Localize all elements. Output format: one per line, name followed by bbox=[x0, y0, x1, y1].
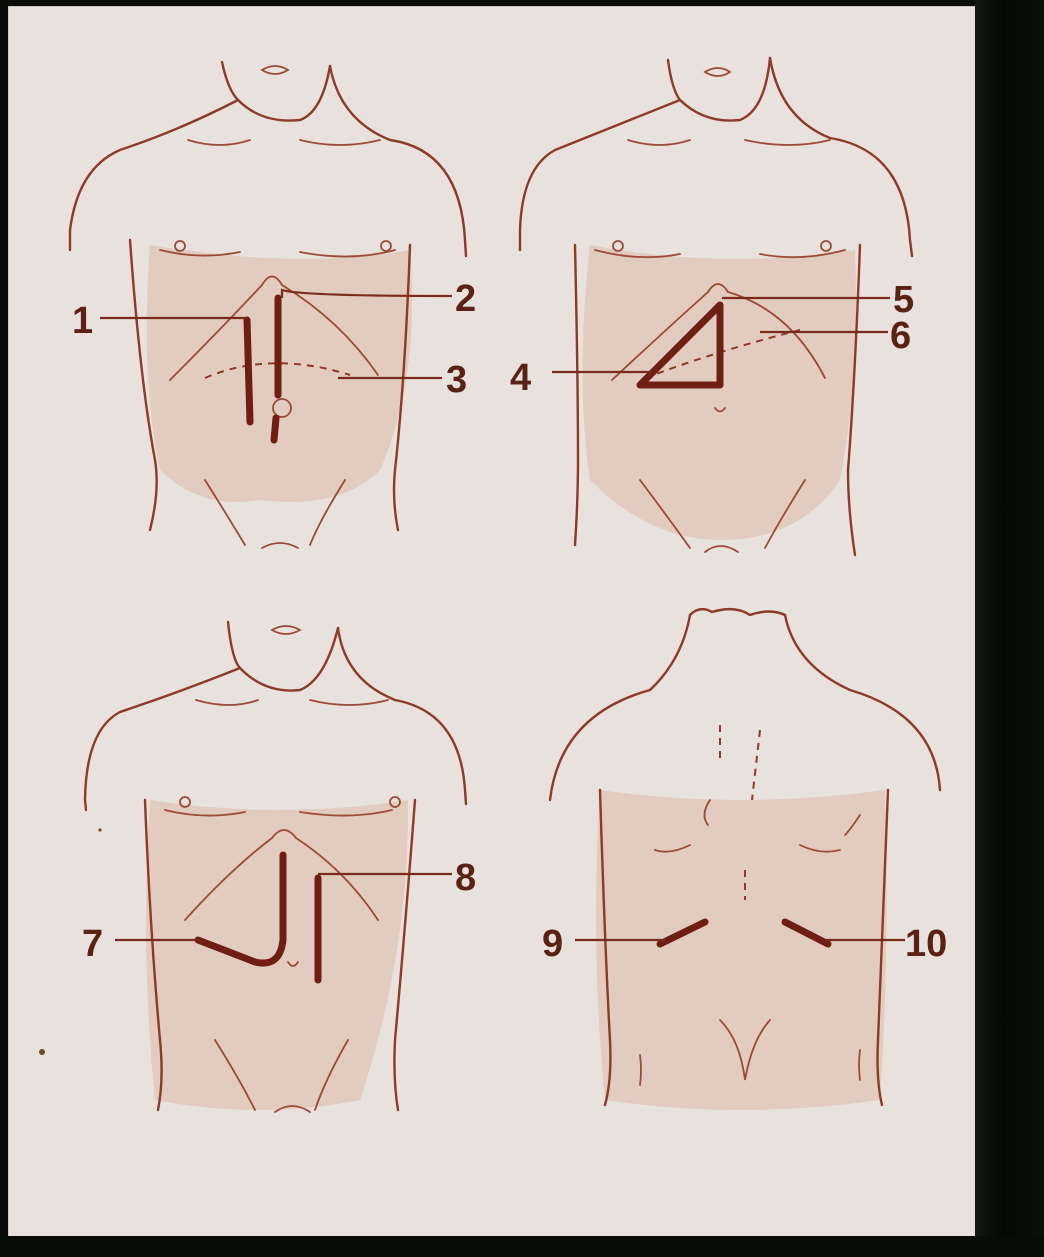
label-6: 6 bbox=[890, 315, 911, 357]
label-10: 10 bbox=[905, 923, 947, 965]
torso-front-top-left: 1 2 3 bbox=[70, 62, 476, 548]
incision-1 bbox=[247, 320, 250, 422]
speck bbox=[98, 828, 101, 831]
label-2: 2 bbox=[455, 278, 476, 320]
label-7: 7 bbox=[82, 923, 103, 965]
label-9: 9 bbox=[542, 923, 563, 965]
torso-front-bottom-left: 7 8 bbox=[82, 622, 476, 1112]
label-4: 4 bbox=[510, 357, 531, 399]
label-8: 8 bbox=[455, 857, 476, 899]
label-3: 3 bbox=[446, 359, 467, 401]
torso-front-top-right: 5 6 4 bbox=[510, 58, 914, 555]
label-1: 1 bbox=[72, 300, 93, 342]
torso-back-bottom-right: 9 10 bbox=[542, 609, 947, 1110]
speck bbox=[39, 1049, 45, 1055]
